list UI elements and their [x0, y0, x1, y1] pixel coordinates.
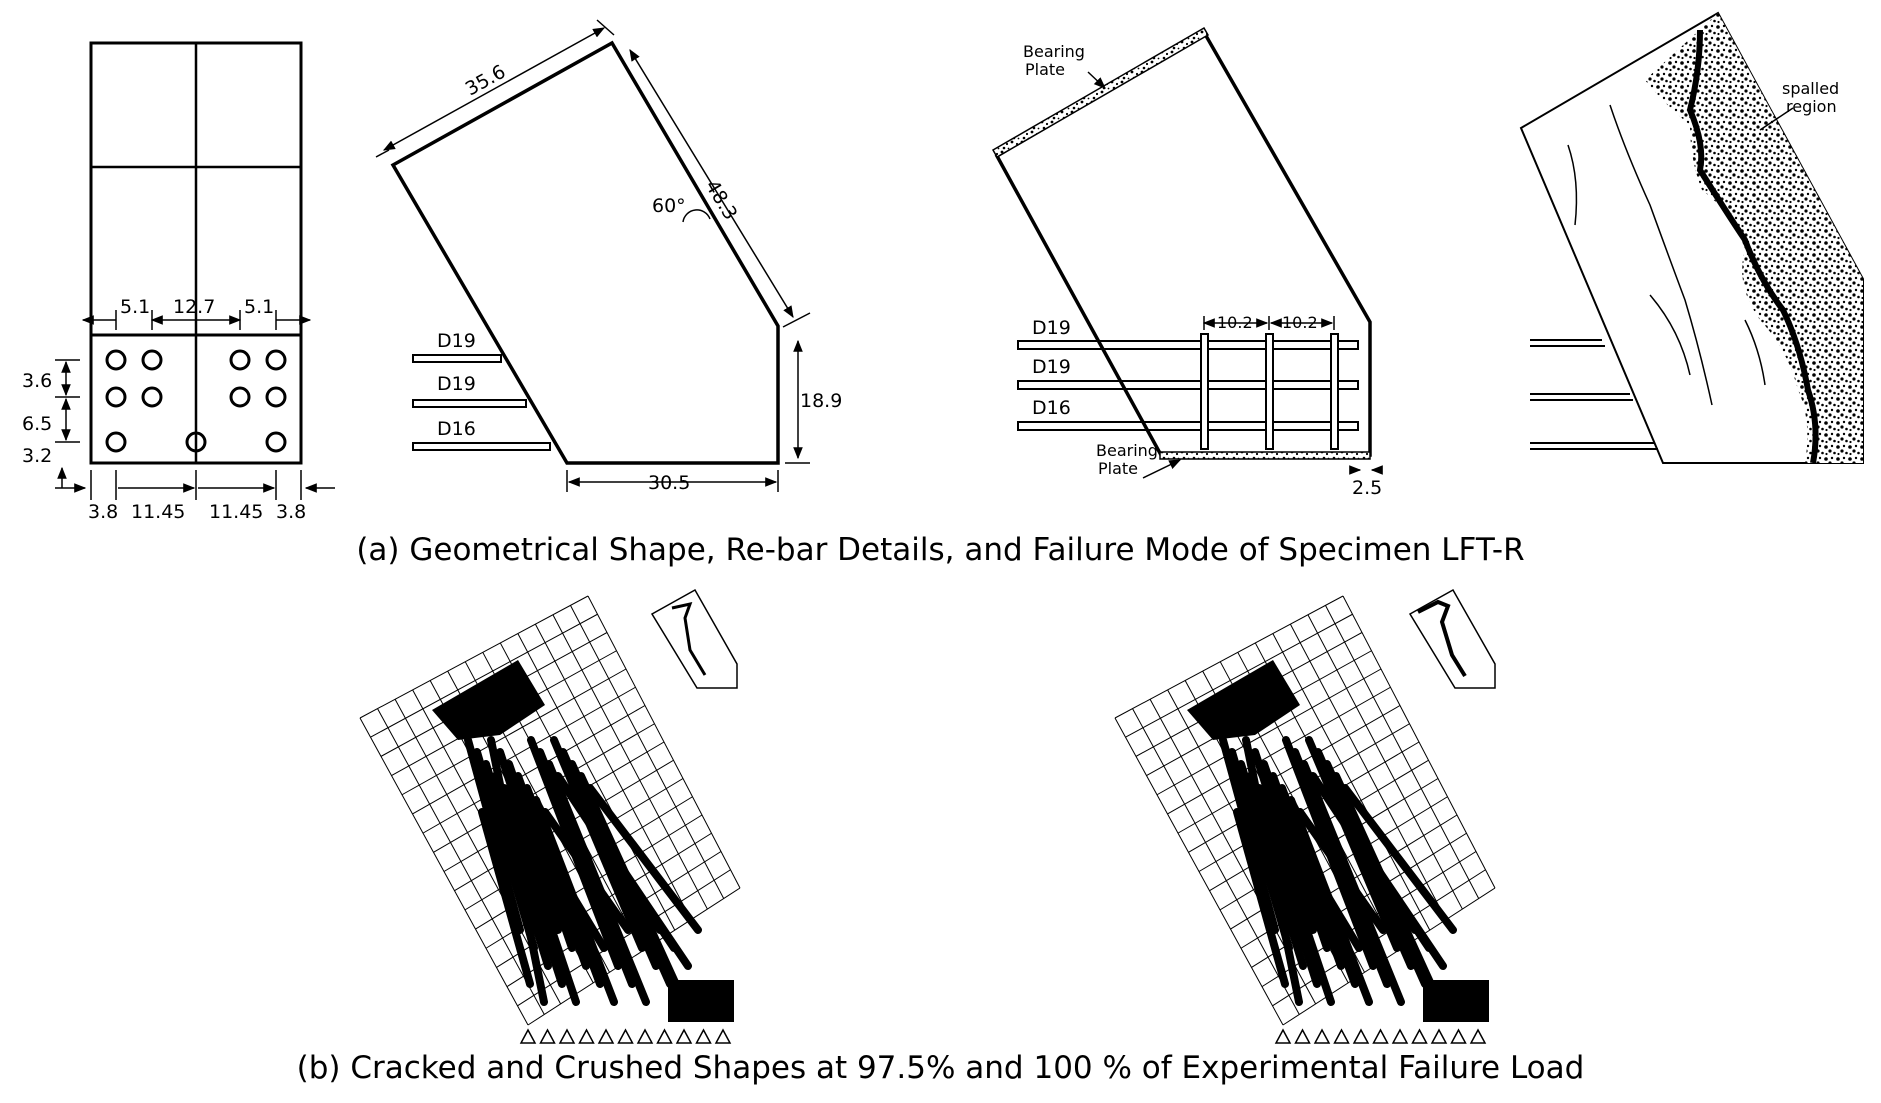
crack-pattern	[464, 736, 702, 1006]
dim-bottom-2: 11.45	[131, 501, 185, 523]
dim-side-2: 6.5	[22, 413, 52, 435]
dim-bottom-3: 11.45	[209, 501, 263, 523]
failure-bars	[1530, 339, 1658, 450]
dim-right-height: 18.9	[800, 390, 842, 412]
geometry-view: 35.6 48.3 60° 18.9 30.5 D19 D19 D16	[375, 19, 842, 494]
rebar-longitudinal	[1017, 340, 1359, 431]
caption-b: (b) Cracked and Crushed Shapes at 97.5% …	[296, 1050, 1585, 1086]
rebar-circles	[105, 349, 287, 453]
spalled-label-1: spalled	[1782, 79, 1839, 98]
fe-mesh-100	[1114, 595, 1496, 1044]
rebar-bar-label-2: D19	[1032, 356, 1071, 378]
bearing-bottom-line1: Bearing	[1096, 441, 1158, 460]
support-triangles	[1274, 1028, 1487, 1044]
bar-label-1: D19	[437, 330, 476, 352]
inset-right	[1408, 588, 1496, 689]
bearing-top-line1: Bearing	[1023, 42, 1085, 61]
rebar-stirrups	[1200, 333, 1339, 450]
dim-top-right: 5.1	[244, 296, 274, 318]
spall-crack-edge	[1686, 29, 1819, 464]
rebar-specimen-outline	[994, 31, 1372, 457]
support-triangles	[519, 1028, 732, 1044]
failure-cracks	[1567, 104, 1766, 406]
rebar-view: Bearing Plate Bearing Plate 10.2 10.2 D1…	[991, 26, 1383, 499]
plate-dim: 2.5	[1352, 477, 1382, 499]
stirrup-spacing-1: 10.2	[1217, 313, 1253, 332]
crushed-zones	[1187, 660, 1489, 1022]
failure-view: spalled region	[1519, 11, 1864, 464]
bar-label-3: D16	[437, 418, 476, 440]
bearing-bottom-line2: Plate	[1098, 459, 1138, 478]
bearing-top-line2: Plate	[1025, 60, 1065, 79]
dim-top-left: 5.1	[120, 296, 150, 318]
dim-bottom-1: 3.8	[88, 501, 118, 523]
stirrup-spacing-2: 10.2	[1282, 313, 1318, 332]
dim-side-3: 3.2	[22, 445, 52, 467]
spalled-region	[1645, 13, 1863, 463]
rebar-bar-label-1: D19	[1032, 317, 1071, 339]
dim-side-1: 3.6	[22, 370, 52, 392]
bearing-plate-top	[991, 26, 1210, 159]
dim-slope-length: 48.3	[701, 176, 742, 224]
rebar-bar-label-3: D16	[1032, 397, 1071, 419]
inset-left	[650, 588, 738, 689]
bar-label-2: D19	[437, 373, 476, 395]
crack-pattern	[1219, 736, 1457, 1006]
fe-mesh-97-5	[359, 595, 741, 1044]
spalled-label-2: region	[1786, 97, 1837, 116]
caption-a: (a) Geometrical Shape, Re-bar Details, a…	[356, 532, 1525, 568]
dim-top-center: 12.7	[173, 296, 215, 318]
section-view	[55, 41, 335, 500]
bearing-plate-bottom	[1159, 451, 1371, 460]
crushed-zones	[432, 660, 734, 1022]
geometry-bars	[412, 354, 551, 451]
dim-bottom-4: 3.8	[276, 501, 306, 523]
dim-bottom-width: 30.5	[648, 472, 690, 494]
angle-label: 60°	[652, 195, 686, 217]
